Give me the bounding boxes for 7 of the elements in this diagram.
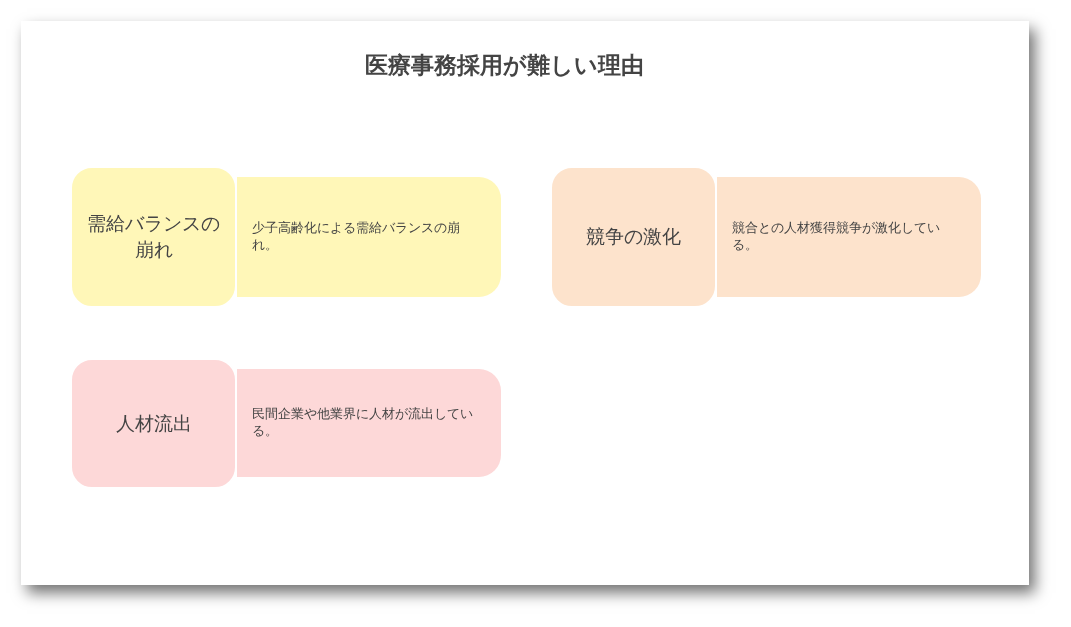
reason-description-box: 民間企業や他業界に人材が流出している。 <box>237 369 501 477</box>
reason-description-box: 競合との人材獲得競争が激化している。 <box>717 177 981 297</box>
reason-heading-box: 需給バランスの崩れ <box>70 166 237 308</box>
reason-description-box: 少子高齢化による需給バランスの崩れ。 <box>237 177 501 297</box>
reason-heading-box: 人材流出 <box>70 358 237 489</box>
reason-heading-box: 競争の激化 <box>550 166 717 308</box>
title: 医療事務採用が難しい理由 <box>363 51 645 80</box>
